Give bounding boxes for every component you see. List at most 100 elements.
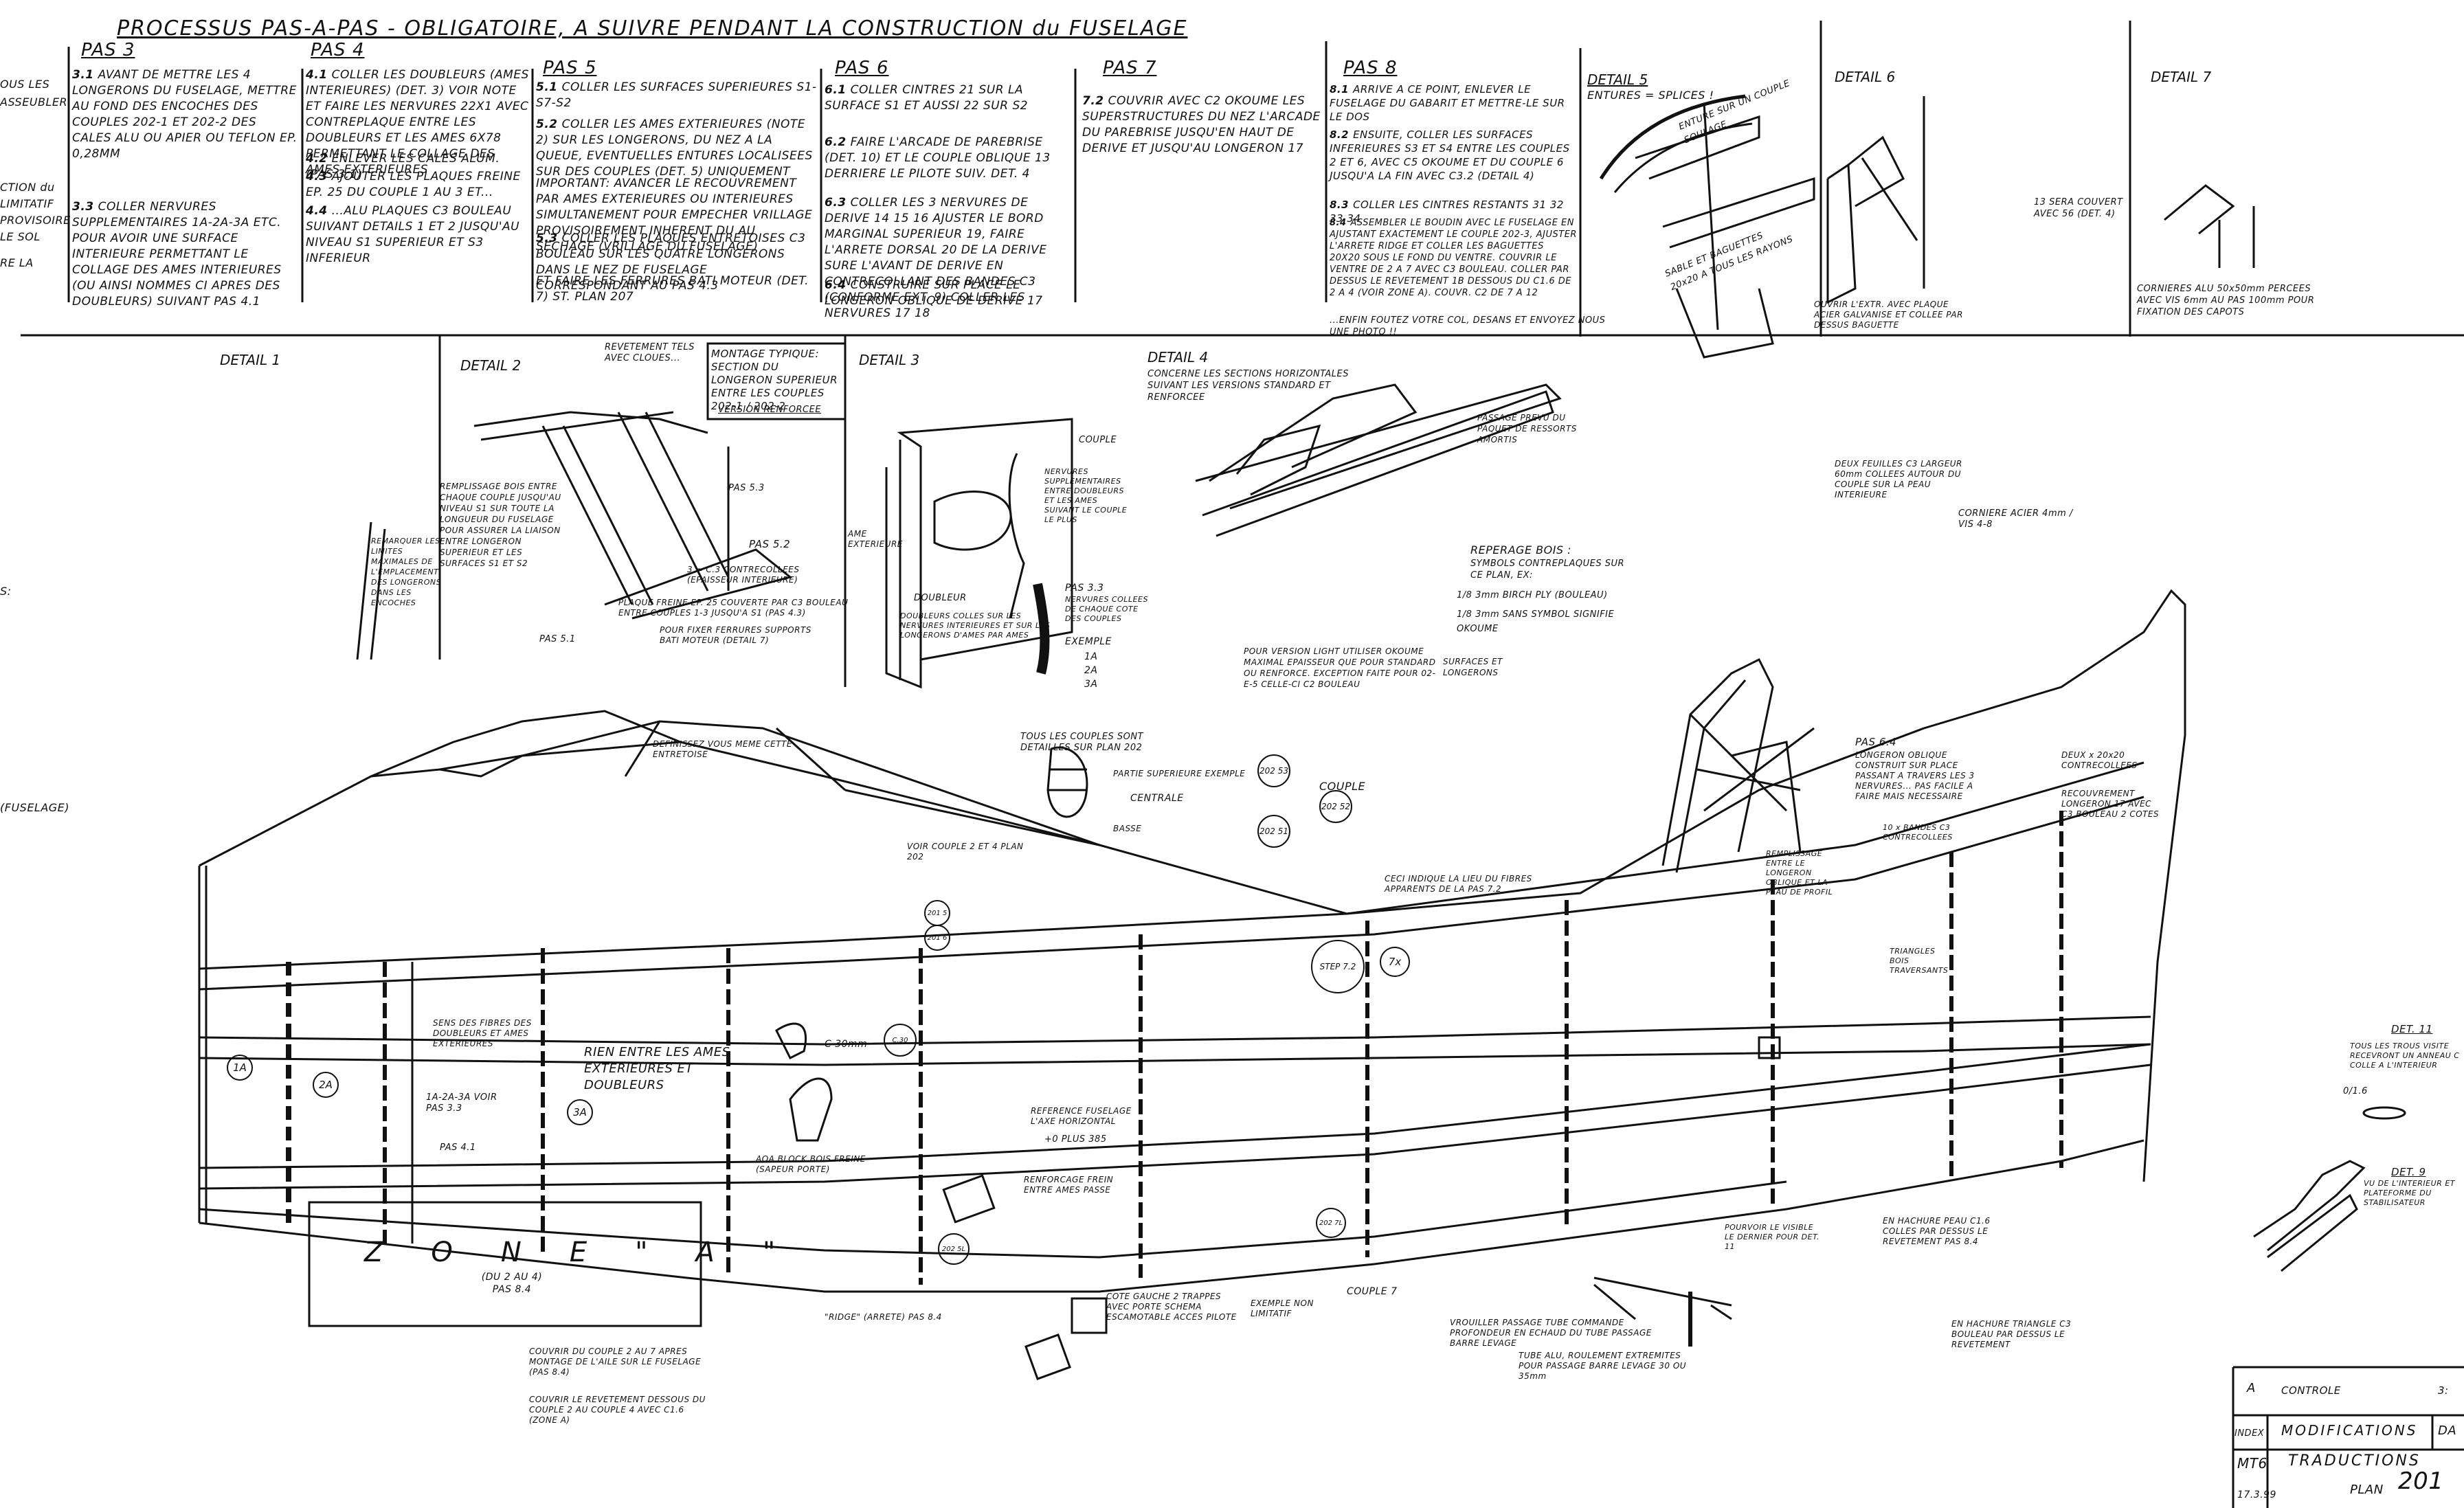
step-number: 8.4 [1330, 218, 1347, 228]
detail-2-note-pas52: PAS 5.2 [749, 538, 791, 550]
title-block-controle-val: 3: [2438, 1384, 2449, 1397]
margin-text-4: LIMITATIF [0, 197, 54, 210]
renflage-dos-note: REMPLISSAGE ENTRE LE LONGERON OBLIQUE ET… [1766, 849, 1833, 897]
step-text: ...ALU PLAQUES C3 BOULEAU SUIVANT DETAIL… [306, 204, 520, 265]
margin-text-5: PROVISOIRE [0, 214, 71, 227]
step-number: 8.1 [1330, 83, 1349, 95]
zone-letter: N [500, 1237, 570, 1268]
fuselage-defini-note: DEFINISSEZ VOUS MEME CETTE ENTRETOISE [653, 739, 792, 759]
margin-text-8: S: [0, 585, 12, 598]
detail-4-passage: PASSAGE PREVU DU PAQUET DE RESSORTS AMOR… [1477, 413, 1577, 444]
couple-7-label: COUPLE 7 [1347, 1286, 1398, 1297]
step-text: COLLER LES CINTRES RESTANTS 31 32 33 34 [1330, 199, 1564, 225]
versions-brace-label: SURFACES ET LONGERONS [1443, 657, 1503, 677]
step-text: COLLER NERVURES SUPPLEMENTAIRES 1A-2A-3A… [72, 200, 282, 308]
pas64-label: PAS 6.4 [1855, 736, 1897, 748]
legend-text: 3mm BIRCH PLY (BOULEAU) [1475, 590, 1608, 600]
plus385-note: +0 PLUS 385 [1044, 1134, 1107, 1145]
en-hachure-note: EN HACHURE PEAU C1.6 COLLES PAR DESSUS L… [1883, 1216, 1991, 1246]
detail-3-doubleur: DOUBLEUR [914, 593, 967, 603]
voir-couple-note: VOIR COUPLE 2 ET 4 PLAN 202 [907, 842, 1024, 862]
detail-3-pas33: PAS 3.3 [1065, 583, 1104, 594]
detail-2-note-plaque: PLAQUE FREINE EP. 25 COUVERTE PAR C3 BOU… [618, 598, 849, 618]
c16-label: 0/1.6 [2343, 1086, 2368, 1096]
detail-7-note: 13 SERA COUVERT AVEC 56 (DET. 4) [2034, 197, 2123, 219]
step-text: AVANT DE METTRE LES 4 LONGERONS DU FUSEL… [72, 68, 298, 161]
detail-1-title: DETAIL 1 [220, 352, 281, 368]
detail-3-nervures-colles: NERVURES COLLEES DE CHAQUE COTE DES COUP… [1065, 595, 1148, 623]
detail-2-note-limites: REMARQUER LES LIMITES MAXIMALES DE L'EMP… [371, 537, 442, 607]
step-number: 6.3 [825, 196, 847, 210]
margin-text-3: CTION du [0, 181, 55, 194]
pas7-heading: PAS 7 [1103, 58, 1157, 78]
step-number: 3.1 [72, 68, 94, 82]
detail-3-2a: 2A [1084, 665, 1098, 676]
zone-letter: "A" [635, 1237, 824, 1268]
title-block-index-a: A [2247, 1381, 2256, 1395]
zone-letter: E [569, 1237, 636, 1268]
page-title: PROCESSUS PAS-A-PAS - OBLIGATOIRE, A SUI… [117, 16, 1188, 41]
detail-3-doubleurs-colles: DOUBLEURS COLLES SUR LES NERVURES INTERI… [900, 611, 1051, 640]
canopy-outline [370, 710, 681, 778]
legend-row-1: 1/8 3mm BIRCH PLY (BOULEAU) [1457, 588, 1608, 603]
step-text: COLLER CINTRES 21 SUR LA SURFACE S1 et A… [825, 83, 1029, 113]
upper-longeron [199, 761, 2144, 970]
title-block-traductions: TRADUCTIONS [2288, 1452, 2421, 1470]
step-text: COLLER LES AMES EXTERIEURES (NOTE 2) SUR… [536, 117, 813, 179]
detail-2-note-remplissage: REMPLISSAGE BOIS ENTRE CHAQUE COUPLE JUS… [440, 482, 561, 568]
step-number: 4.2 [306, 152, 328, 166]
step-text: AJOUTER LES PLAQUES FREINE EP. 25 DU COU… [306, 170, 521, 199]
step-text: FAIRE L'ARCADE DE PAREBRISE (DET. 10) et… [825, 135, 1051, 181]
bottom-outline [199, 1139, 2144, 1293]
couple-basse: BASSE [1113, 824, 1142, 833]
margin-text-1: OUS LES [0, 78, 50, 91]
detail-2-title: DETAIL 2 [460, 357, 522, 374]
couplets-note: DEUX FEUILLES C3 LARGEUR 60mm COLLEES AU… [1835, 459, 1962, 499]
step-text: ENLEVER LES CALES ALUM. (PAS 3.1) [306, 152, 500, 181]
margin-text-2: ASSEUBLER [0, 95, 68, 109]
couple-centrale: CENTRALE [1130, 793, 1184, 804]
step-number: 5.1 [536, 80, 558, 94]
circle-tag-2a: 2A [313, 1072, 339, 1098]
step-text: COLLER LES 3 NERVURES DE DERIVE 14 15 16… [825, 196, 1047, 320]
detail-2-note-pas53: PAS 5.3 [728, 483, 765, 493]
title-block-date: 17.3.99 [2237, 1489, 2276, 1500]
trappe-note: COTE GAUCHE 2 TRAPPES AVEC PORTE SCHEMA … [1106, 1292, 1237, 1322]
detail-3-1a: 1A [1084, 651, 1098, 662]
title-block-mod-val: DA [2438, 1423, 2457, 1438]
aoa-block-note: AOA BLOCK BOIS FREINE (SAPEUR PORTE) [756, 1154, 866, 1174]
step-number: 3.3 [72, 200, 94, 214]
circle-tag-3a: 3A [567, 1099, 593, 1125]
legend-symbol: 1/8 [1457, 609, 1472, 620]
det9-label: DET. 9 [2391, 1166, 2426, 1178]
circle-tag-1a: 1A [227, 1055, 253, 1081]
couvrir-1-note: COUVRIR DU COUPLE 2 AU 7 APRES MONTAGE D… [529, 1347, 702, 1377]
step-number: 6.1 [825, 83, 847, 97]
tube-alu-note: TUBE ALU, ROULEMENT EXTREMITES POUR PASS… [1519, 1351, 1687, 1381]
detail-5-note: ENTURES = SPLICES ! [1587, 89, 1714, 102]
detail-2-note-fixer: POUR FIXER FERRURES SUPPORTS BATI MOTEUR… [660, 625, 811, 645]
renflage-note: RENFORCAGE FREIN ENTRE AMES PASSE [1024, 1175, 1114, 1195]
legend-symbol: 1/8 [1457, 590, 1472, 600]
circle-tag-c30: C.30 [884, 1024, 917, 1057]
pas5-step-4: ET FAIRE LES FERRURES BATI MOTEUR (DET. … [536, 273, 818, 305]
detail-3-couple: COUPLE [1079, 435, 1117, 445]
step-text: COLLER LES SURFACES SUPERIEURES S1-S7-S2 [536, 80, 817, 110]
legend-subtitle: SYMBOLS CONTREPLAQUES SUR CE PLAN, EX: [1470, 559, 1625, 581]
versions-note: POUR VERSION LIGHT UTILISER OKOUME MAXIM… [1244, 646, 1436, 689]
montage-box-text-2: VERSION RENFORCEE [718, 405, 822, 415]
pas4-heading: PAS 4 [311, 40, 365, 60]
detail-2-note-contrecollees: 3 = C.3 CONTRECOLLEES (EPAISSEUR INTERIE… [687, 565, 800, 585]
step-text: ASSEMBLER LE BOUDIN AVEC LE FUSELAGE EN … [1330, 218, 1577, 298]
